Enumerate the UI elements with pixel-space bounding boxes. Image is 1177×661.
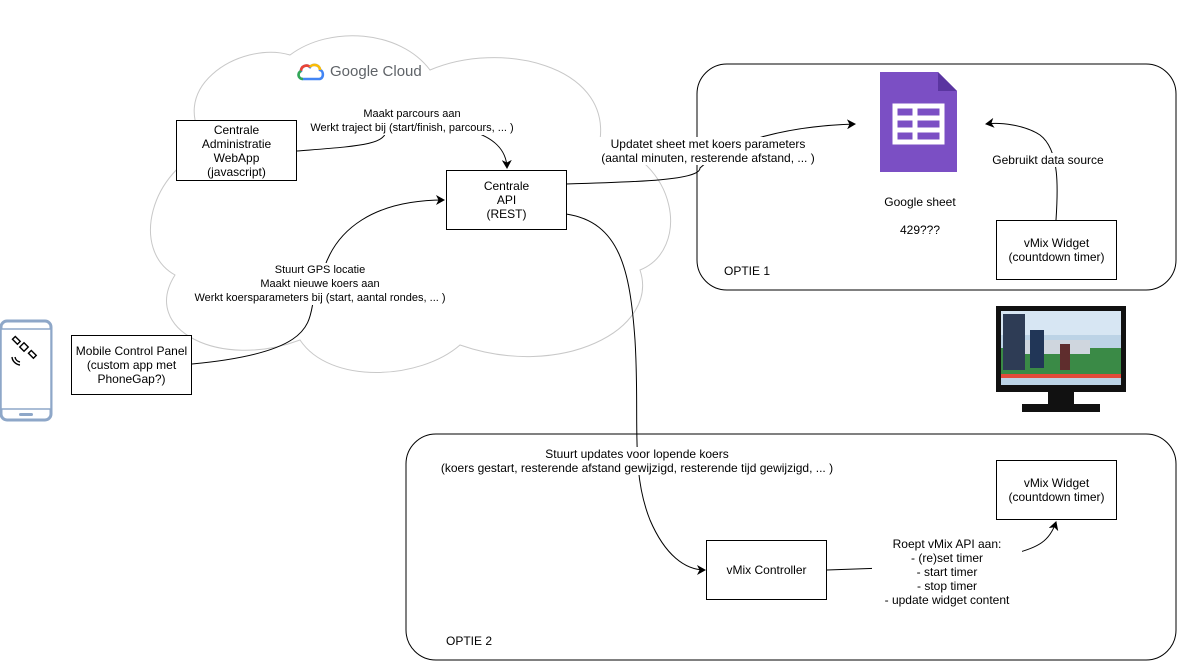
google-sheet-label: Google sheet <box>884 195 956 209</box>
vmix-widget-1-line-1: vMix Widget <box>1023 236 1090 250</box>
mobile-panel-line-2: (custom app met <box>86 358 177 372</box>
satellite-icon <box>11 335 38 366</box>
edge-label-mobile-line-1: Stuurt GPS locatie <box>274 264 366 276</box>
google-cloud-icon <box>297 63 325 81</box>
option2-label: OPTIE 2 <box>446 634 493 648</box>
mobile-panel-line-3: PhoneGap?) <box>97 372 166 386</box>
google-cloud-logo: Google Cloud <box>326 63 422 80</box>
edge-label-admin-line-2: Werkt traject bij (start/finish, parcour… <box>310 122 514 134</box>
central-api-line-1: Centrale <box>483 179 530 193</box>
option1-frame <box>696 63 1177 291</box>
edge-label-mobile-to-api: Stuurt GPS locatie Maakt nieuwe koers aa… <box>185 263 455 305</box>
central-api-node: Centrale API (REST) <box>446 170 567 230</box>
edge-label-mobile-line-3: Werkt koersparameters bij (start, aantal… <box>194 292 446 304</box>
mobile-panel-line-1: Mobile Control Panel <box>75 344 188 358</box>
edge-label-vmix-api-line-4: - stop timer <box>916 579 977 593</box>
vmix-widget-1-node: vMix Widget (countdown timer) <box>996 220 1117 280</box>
edge-widget-to-sheet <box>985 117 1058 221</box>
edge-label-controller-line-2: (koers gestart, resterende afstand gewij… <box>440 461 834 475</box>
vmix-widget-1-line-2: (countdown timer) <box>1008 250 1105 264</box>
edge-label-vmix-api-line-1: Roept vMix API aan: <box>892 537 1002 551</box>
edge-label-controller-to-widget: Roept vMix API aan: - (re)set timer - st… <box>872 537 1022 607</box>
admin-webapp-line-3: WebApp <box>213 150 260 165</box>
option1-label: OPTIE 1 <box>724 264 771 278</box>
edge-label-api-to-sheet: Updatet sheet met koers parameters (aant… <box>592 137 824 165</box>
monitor-icon <box>996 306 1126 412</box>
vmix-widget-2-line-2: (countdown timer) <box>1008 490 1105 504</box>
edge-label-widget-to-sheet: Gebruikt data source <box>986 153 1110 167</box>
edge-label-vmix-api-line-3: - start timer <box>916 565 978 579</box>
vmix-widget-2-line-1: vMix Widget <box>1023 476 1090 490</box>
edge-label-api-to-controller: Stuurt updates voor lopende koers (koers… <box>430 447 844 475</box>
central-api-line-3: (REST) <box>486 207 527 221</box>
google-sheet-note: 429??? <box>899 223 941 237</box>
admin-webapp-node: Centrale Administratie WebApp (javascrip… <box>176 120 297 181</box>
admin-webapp-line-4: (javascript) <box>207 164 266 179</box>
edge-api-to-controller <box>565 213 706 575</box>
admin-webapp-line-2: Administratie <box>201 136 272 151</box>
phone-icon <box>0 319 53 422</box>
edge-label-vmix-api-line-2: - (re)set timer <box>911 551 983 565</box>
edge-api-to-sheet <box>565 119 856 185</box>
google-cloud-brand: Google Cloud <box>330 63 422 80</box>
edge-label-admin-to-api: Maakt parcours aan Werkt traject bij (st… <box>300 107 524 135</box>
edge-label-sheet-line-1: Updatet sheet met koers parameters <box>610 137 806 151</box>
edge-label-widget-line-1: Gebruikt data source <box>992 153 1104 167</box>
mobile-control-panel-node: Mobile Control Panel (custom app met Pho… <box>71 335 192 395</box>
edge-label-vmix-api-line-5: - update widget content <box>884 593 1010 607</box>
option2-frame <box>405 433 1177 661</box>
edge-label-controller-line-1: Stuurt updates voor lopende koers <box>545 447 729 461</box>
central-api-line-2: API <box>496 193 517 207</box>
edge-label-sheet-line-2: (aantal minuten, resterende afstand, ...… <box>601 151 815 165</box>
vmix-controller-node: vMix Controller <box>706 540 827 600</box>
spreadsheet-icon <box>880 72 957 172</box>
admin-webapp-line-1: Centrale <box>213 122 260 137</box>
vmix-widget-2-node: vMix Widget (countdown timer) <box>996 460 1117 520</box>
vmix-controller-label: vMix Controller <box>726 563 807 577</box>
google-cloud-shape <box>150 35 671 373</box>
edge-label-mobile-line-2: Maakt nieuwe koers aan <box>260 278 380 290</box>
edge-label-admin-line-1: Maakt parcours aan <box>363 108 461 120</box>
